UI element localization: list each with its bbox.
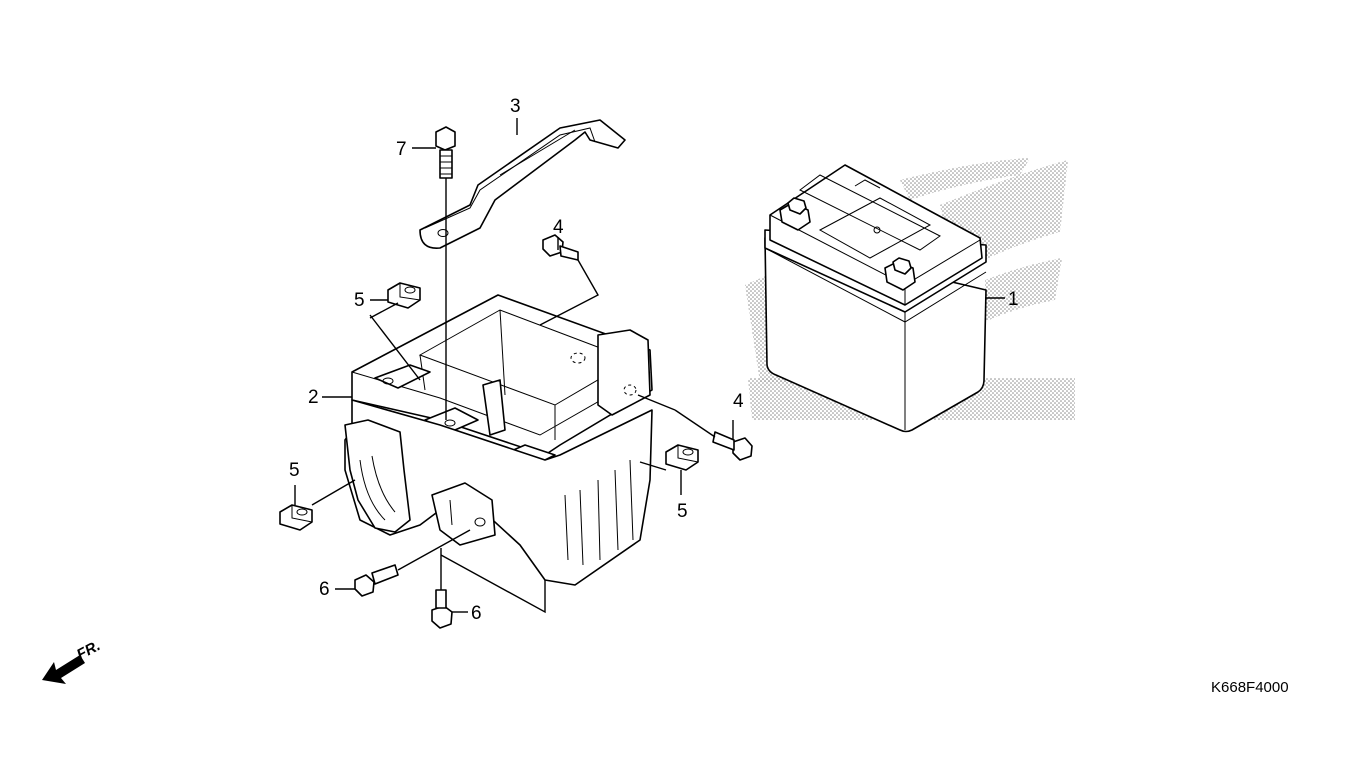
callout-6-bottom: 6 [471,603,482,624]
front-direction-arrow-icon [42,655,85,684]
callout-5-upper: 5 [354,290,365,311]
leader-lines [294,118,1005,614]
callout-3: 3 [510,96,521,117]
callout-6-left: 6 [319,579,330,600]
callout-5-left: 5 [289,460,300,481]
callout-2: 2 [308,387,319,408]
diagram-code: K668F4000 [1211,679,1289,696]
battery [764,164,987,433]
bolt-upper [542,234,579,261]
callout-4-upper: 4 [553,217,564,238]
callout-5-right: 5 [677,501,688,522]
bolt-bottom-left [354,564,399,597]
bolt-lower [712,431,753,461]
callout-4-lower: 4 [733,391,744,412]
grommet-upper [387,282,421,309]
bolt-bottom-center [431,589,453,629]
callout-1: 1 [1008,289,1019,310]
grommet-left [279,504,313,531]
battery-case [344,294,653,586]
bolt-top [435,126,456,179]
callout-7: 7 [396,139,407,160]
grommet-right [665,444,699,471]
battery-stay [419,119,626,249]
